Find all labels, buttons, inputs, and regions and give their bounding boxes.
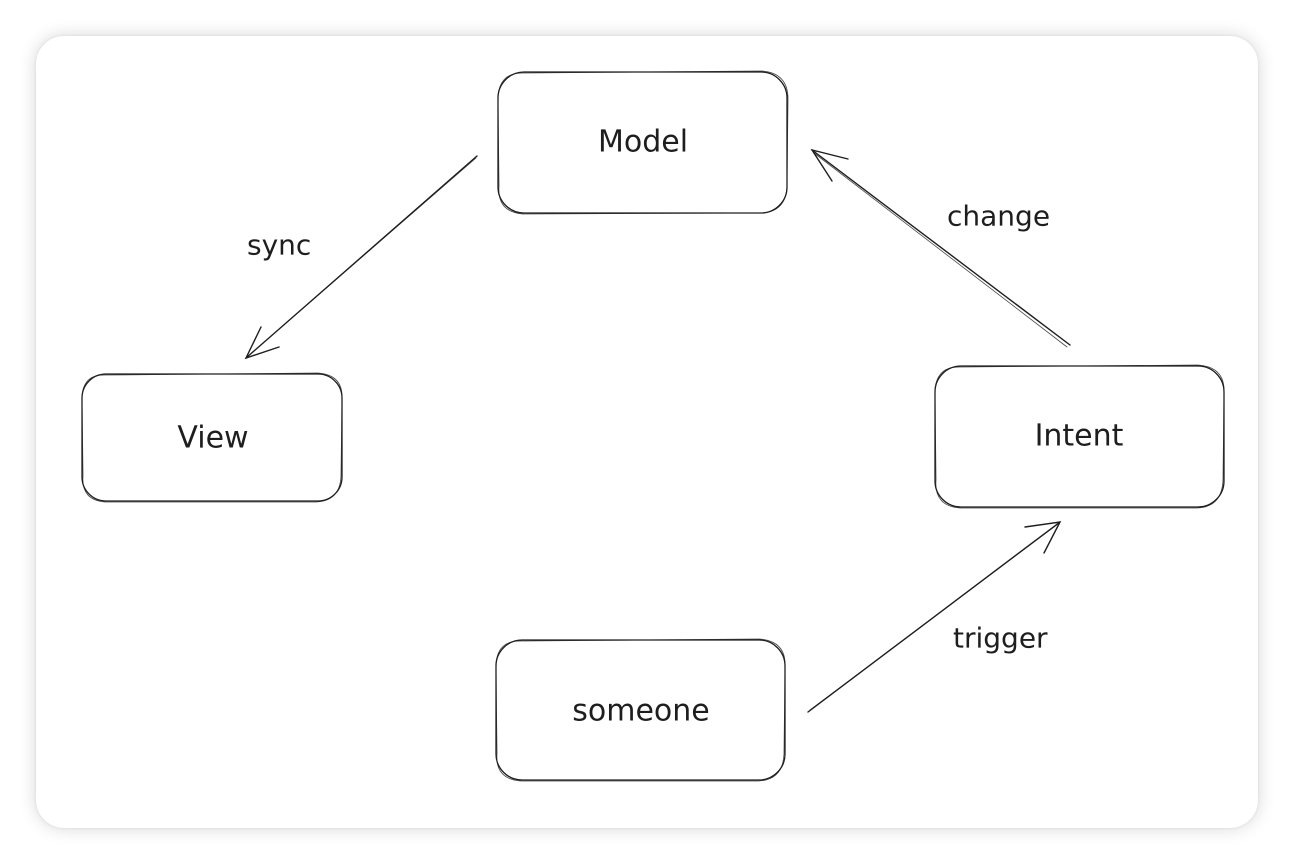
model-label: Model <box>598 125 688 160</box>
view-label: View <box>177 421 248 456</box>
trigger-label: trigger <box>953 622 1048 655</box>
trigger-arrow <box>807 521 1062 713</box>
sync-label: sync <box>247 229 311 262</box>
someone-node[interactable]: someone <box>495 638 786 782</box>
model-node[interactable]: Model <box>497 70 789 215</box>
view-node[interactable]: View <box>81 372 343 503</box>
someone-label: someone <box>572 694 710 729</box>
change-label: change <box>947 200 1050 233</box>
intent-node[interactable]: Intent <box>934 364 1225 509</box>
sync-arrow <box>244 155 478 360</box>
change-arrow <box>810 148 1071 348</box>
intent-label: Intent <box>1035 419 1124 454</box>
